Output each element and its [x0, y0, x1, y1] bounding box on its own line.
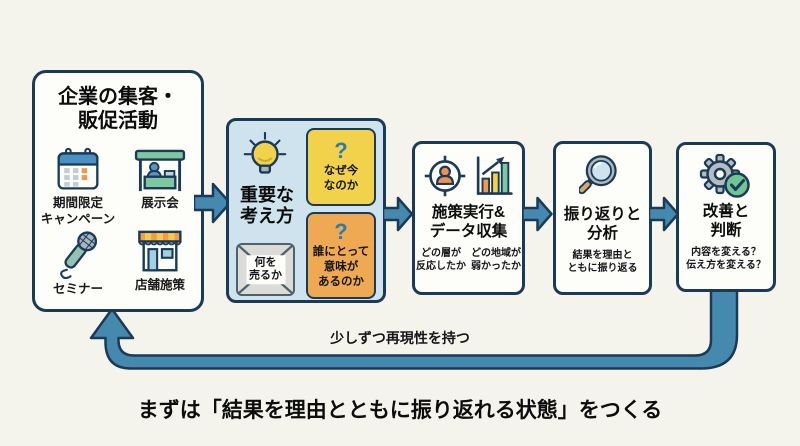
panel-execute-collect-subtext: どの層が 反応したか どの地域が 弱かったか	[415, 247, 522, 274]
activity-campaign: 期間限定 キャンペーン	[37, 147, 119, 228]
title-line: 販促活動	[78, 110, 158, 132]
footer-message: まずは「結果を理由とともに振り返れる状態」をつくる	[137, 399, 663, 422]
panel-company-activities: 企業の集客・ 販促活動 期間限定 キャンペーン	[32, 70, 204, 312]
activity-label: セミナー	[52, 282, 103, 296]
activity-label: 店舗施策	[134, 278, 185, 292]
question-card-text: なぜ今 なのか	[323, 165, 359, 192]
panel-key-thinking: 重要な 考え方 ? なぜ今 なのか ? 誰にとって 意味が あるのか 何を	[226, 118, 386, 303]
panel-execute-collect: 施策実行& データ収集 どの層が 反応したか どの地域が 弱かったか	[412, 141, 525, 295]
target-user-icon	[424, 155, 466, 197]
crossed-out-what-to-sell: 何を 売るか	[236, 243, 295, 296]
panel-icons	[415, 151, 522, 201]
flow-arrow-3	[522, 196, 553, 232]
panel-company-activities-title: 企業の集客・ 販促活動	[35, 85, 201, 133]
lightbulb-icon	[243, 131, 287, 174]
flow-arrow-4	[649, 196, 680, 232]
subtext-col: どの地域が 弱かったか	[471, 247, 521, 273]
booth-icon	[134, 149, 186, 192]
panel-execute-collect-title: 施策実行& データ収集	[429, 204, 508, 241]
title-line: 企業の集客・	[58, 86, 178, 108]
growth-chart-icon	[476, 156, 513, 195]
flow-arrow-2	[383, 196, 414, 232]
question-mark-icon: ?	[334, 219, 348, 245]
activity-label: 期間限定 キャンペーン	[40, 196, 116, 227]
panel-improve-decide-subtext: 内容を変える？ 伝え方を変える？	[686, 246, 766, 272]
crossed-label: 何を 売るか	[246, 254, 285, 285]
question-card-text: 誰にとって 意味が あるのか	[312, 246, 370, 288]
activity-store: 店舗施策	[119, 229, 201, 293]
activity-exhibition: 展示会	[119, 149, 201, 211]
loop-label: 少しずつ再現性を持つ	[330, 330, 470, 346]
question-card-why-now: ? なぜ今 なのか	[306, 128, 376, 206]
flow-arrow-1	[194, 182, 232, 224]
activity-seminar: セミナー	[37, 229, 119, 297]
panel-key-thinking-title: 重要な 考え方	[240, 185, 294, 227]
gear-check-icon	[699, 153, 750, 198]
question-card-for-whom: ? 誰にとって 意味が あるのか	[306, 212, 376, 299]
microphone-icon	[60, 231, 98, 279]
panel-icons	[556, 151, 649, 203]
panel-improve-decide-title: 改善と 判断	[702, 203, 750, 240]
panel-review-analysis-title: 振り返りと 分析	[563, 206, 642, 243]
calendar-icon	[57, 147, 99, 190]
panel-icons	[679, 152, 773, 200]
panel-review-analysis-subtext: 結果を理由と ともに振り返る	[567, 249, 638, 275]
magnifier-icon	[578, 155, 617, 195]
panel-improve-decide: 改善と 判断 内容を変える？ 伝え方を変える？	[676, 142, 776, 292]
question-mark-icon: ?	[334, 138, 348, 164]
panel-review-analysis: 振り返りと 分析 結果を理由と ともに振り返る	[553, 141, 652, 295]
store-icon	[138, 230, 182, 272]
activity-label: 展示会	[141, 196, 179, 210]
subtext-col: どの層が 反応したか	[416, 247, 466, 273]
